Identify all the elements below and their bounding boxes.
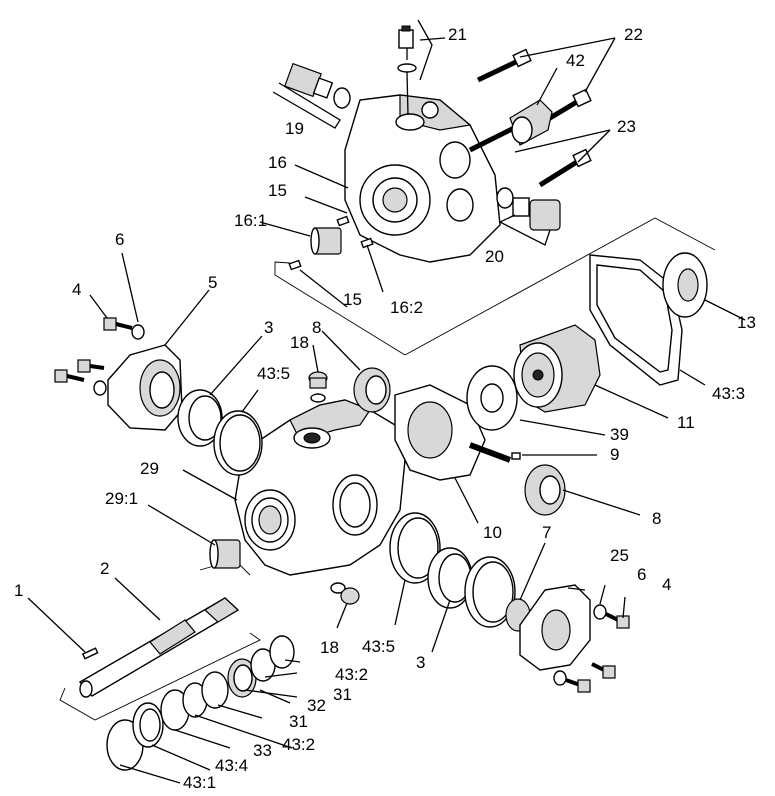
label-16-1: 16:1 <box>234 211 267 230</box>
main-body-29 <box>234 399 406 576</box>
label-11: 11 <box>677 413 695 432</box>
label-25: 25 <box>610 546 629 565</box>
label-42: 42 <box>566 51 585 70</box>
gasket-43-3 <box>589 254 683 386</box>
label-18-top: 18 <box>290 333 309 352</box>
label-43-5-top: 43:5 <box>257 364 290 383</box>
label-6-left: 6 <box>115 230 124 249</box>
label-18-bottom: 18 <box>320 638 339 657</box>
label-43-2-a: 43:2 <box>335 665 368 684</box>
plate-39 <box>466 365 518 431</box>
relief-valve-20 <box>496 187 561 231</box>
label-8-right: 8 <box>652 509 661 528</box>
label-4-left: 4 <box>72 280 81 299</box>
seals-right <box>389 512 531 632</box>
shaft-2 <box>78 597 240 698</box>
bearing-29-1 <box>209 539 241 569</box>
port-plate-13 <box>662 252 708 318</box>
label-9: 9 <box>610 445 619 464</box>
end-cap-5 <box>107 344 183 431</box>
callout-labels: 1 2 3 3 4 4 5 6 6 7 8 8 9 10 11 13 15 15… <box>14 25 756 792</box>
swashplate-10 <box>394 384 521 481</box>
relief-valve-19 <box>284 62 351 109</box>
label-5: 5 <box>208 273 217 292</box>
ring-stack <box>106 635 295 771</box>
label-43-4: 43:4 <box>215 756 248 775</box>
label-43-3: 43:3 <box>712 384 745 403</box>
label-29-1: 29:1 <box>105 489 138 508</box>
label-43-5-bottom: 43:5 <box>362 637 395 656</box>
label-10: 10 <box>483 523 502 542</box>
label-23: 23 <box>617 117 636 136</box>
label-33: 33 <box>253 741 272 760</box>
key-1 <box>81 647 99 660</box>
label-31-b: 31 <box>289 712 308 731</box>
label-6-right: 6 <box>637 565 646 584</box>
label-32: 32 <box>307 696 326 715</box>
bearing-8-top <box>353 367 391 413</box>
fitting-18-bottom <box>330 582 360 605</box>
label-4-right: 4 <box>662 575 671 594</box>
label-43-1: 43:1 <box>183 773 216 792</box>
seals-left <box>177 389 263 476</box>
label-2: 2 <box>100 559 109 578</box>
label-20: 20 <box>485 247 504 266</box>
pins-15-16 <box>288 215 374 271</box>
label-3-lower: 3 <box>416 653 425 672</box>
label-7: 7 <box>542 523 551 542</box>
bolts-4-right <box>553 604 630 693</box>
label-1: 1 <box>14 581 23 600</box>
label-39: 39 <box>610 425 629 444</box>
fitting-18-top <box>308 371 328 403</box>
upper-housing-16 <box>344 94 501 263</box>
cylinder-block-11 <box>513 324 601 413</box>
label-22: 22 <box>624 25 643 44</box>
valve-21 <box>397 25 417 116</box>
leader-lines <box>27 19 746 784</box>
label-15-top: 15 <box>268 181 287 200</box>
label-21: 21 <box>448 25 467 44</box>
label-31-a: 31 <box>333 685 352 704</box>
label-16: 16 <box>268 153 287 172</box>
end-cap-25 <box>519 584 591 671</box>
bearing-8-right <box>524 464 566 516</box>
label-29: 29 <box>140 459 159 478</box>
label-3-upper: 3 <box>264 318 273 337</box>
label-13: 13 <box>737 313 756 332</box>
bolts-4-left <box>54 317 145 396</box>
label-15-bottom: 15 <box>343 290 362 309</box>
label-19: 19 <box>285 119 304 138</box>
sleeve-42 <box>509 99 553 146</box>
label-16-2: 16:2 <box>390 298 423 317</box>
label-8-top: 8 <box>312 318 321 337</box>
label-43-2-b: 43:2 <box>282 735 315 754</box>
